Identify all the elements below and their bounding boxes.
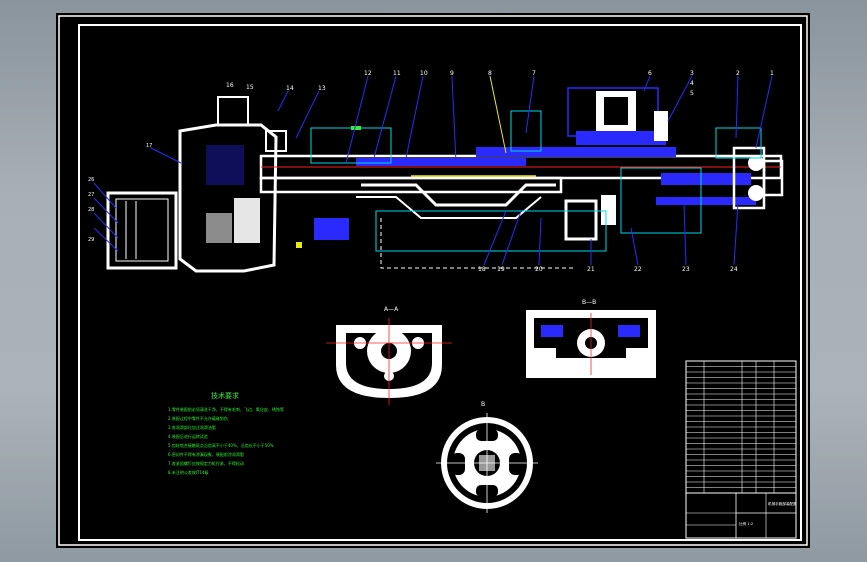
leader-lines [93, 75, 773, 266]
callout: 16 [226, 82, 234, 89]
callout: 11 [393, 70, 401, 77]
callout: 22 [634, 266, 642, 273]
callout: 13 [318, 85, 326, 92]
section-b-b: B—B [526, 299, 656, 378]
gearbox [178, 96, 287, 273]
title-block: 机械手腕部装配图 比例 1:2 [685, 360, 797, 539]
callout: 1 [770, 70, 774, 77]
callout: 9 [450, 70, 454, 77]
callout: 6 [648, 70, 652, 77]
callout: 21 [587, 266, 595, 273]
callout: 24 [730, 266, 738, 273]
note-line: 1.零件装配前必须清洗干净，不得有毛刺、飞边、氧化皮、锈蚀等 [168, 406, 284, 412]
parts-list-rows [686, 366, 796, 488]
callout: 23 [682, 266, 690, 273]
callout: 14 [286, 85, 294, 92]
note-line: 8.未注明公差按IT14级 [168, 469, 209, 475]
motor-housing [106, 191, 178, 270]
callout: 10 [420, 70, 428, 77]
callouts-top: 1 2 3 4 5 6 7 8 9 10 11 12 13 14 15 16 [226, 70, 774, 97]
main-assembly: 1 2 3 4 5 6 7 8 9 10 11 12 13 14 15 16 1… [88, 70, 784, 273]
callout: 17 [146, 143, 152, 149]
note-line: 5.齿轮啮合接触斑点沿齿高不小于40%，沿齿长不小于50% [168, 442, 274, 448]
note-line: 3.各润滑部位加注润滑油脂 [168, 424, 216, 430]
view-b: B [436, 401, 538, 513]
section-label-bb: B—B [582, 299, 596, 306]
top-drive [567, 87, 668, 145]
note-line: 6.密封件不得有渗漏现象，装配前涂润滑脂 [168, 451, 244, 457]
title-block-name: 机械手腕部装配图 [768, 501, 797, 506]
note-line: 7.各紧固螺钉应按规定力矩拧紧，不得松动 [168, 460, 244, 466]
callout: 18 [478, 266, 486, 273]
callout: 7 [532, 70, 536, 77]
section-label-aa: A—A [384, 306, 399, 313]
cad-drawing: 1 2 3 4 5 6 7 8 9 10 11 12 13 14 15 16 1… [58, 15, 808, 546]
title-block-scale: 比例 1:2 [739, 521, 753, 526]
technical-notes: 技术要求 1.零件装配前必须清洗干净，不得有毛刺、飞边、氧化皮、锈蚀等 2.装配… [168, 391, 284, 475]
lower-supports [310, 110, 702, 269]
callouts-bottom: 18 19 20 21 22 23 24 [478, 266, 738, 273]
callout: 19 [497, 266, 505, 273]
view-label-b: B [481, 401, 485, 408]
note-line: 2.装配过程中零件不允许磕碰划伤 [168, 415, 228, 421]
arm-shaft [259, 147, 783, 219]
callout: 2 [736, 70, 740, 77]
callout: 27 [88, 192, 94, 198]
callout: 29 [88, 237, 94, 243]
callout: 4 [690, 80, 694, 87]
end-flange [715, 127, 784, 210]
callouts-left: 17 26 27 28 29 [88, 143, 152, 243]
callout: 3 [690, 70, 694, 77]
callout: 20 [535, 266, 543, 273]
callout: 5 [690, 90, 694, 97]
callout: 12 [364, 70, 372, 77]
drawing-sheet: 1 2 3 4 5 6 7 8 9 10 11 12 13 14 15 16 1… [56, 13, 810, 548]
callout: 26 [88, 177, 94, 183]
outer-frame [58, 15, 808, 546]
notes-title: 技术要求 [211, 391, 239, 400]
inner-frame [78, 24, 802, 541]
section-a-a: A—A [326, 306, 452, 405]
note-line: 4.装配后进行运转试验 [168, 433, 208, 439]
callout: 8 [488, 70, 492, 77]
callout: 28 [88, 207, 94, 213]
callout: 15 [246, 84, 254, 91]
